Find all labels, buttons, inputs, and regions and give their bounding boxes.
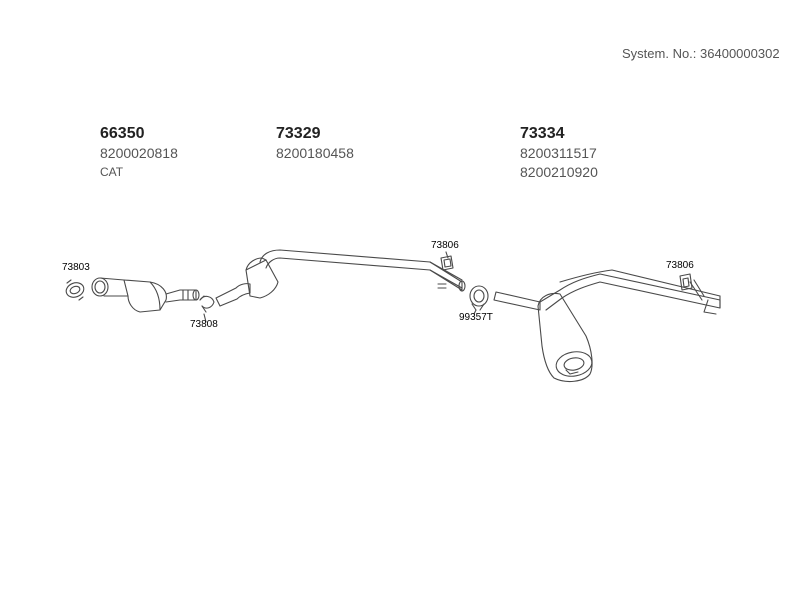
oem-reference: 8200311517 <box>520 145 597 161</box>
part-block-middle-pipe: 73329 8200180458 <box>276 124 354 163</box>
clamp-drawing <box>199 295 215 313</box>
rear-silencer-drawing <box>493 269 721 383</box>
part-note: CAT <box>100 165 124 179</box>
clamp-drawing-mid <box>469 285 489 311</box>
callout-gasket: 73803 <box>62 262 90 273</box>
oem-reference: 8200180458 <box>276 145 354 161</box>
hanger-drawing-mid <box>440 251 454 271</box>
oem-reference: 8200020818 <box>100 145 178 161</box>
part-number: 66350 <box>100 125 145 142</box>
callout-clamp: 73808 <box>190 319 218 330</box>
gasket-drawing <box>65 279 85 301</box>
part-block-rear-silencer: 73334 8200311517 8200210920 <box>520 124 598 182</box>
part-number: 73329 <box>276 125 321 142</box>
oem-reference: 8200210920 <box>520 164 598 180</box>
callout-hanger-rear: 73806 <box>666 260 694 271</box>
system-number: System. No.: 36400000302 <box>622 46 780 61</box>
part-number: 73334 <box>520 125 565 142</box>
middle-pipe-drawing <box>215 249 466 307</box>
part-block-catalytic-converter: 66350 8200020818 CAT <box>100 124 178 181</box>
hanger-drawing-rear <box>679 273 705 301</box>
catalytic-converter-drawing <box>91 277 200 313</box>
callout-hanger-mid: 73806 <box>431 240 459 251</box>
callout-clamp-mid: 99357T <box>459 312 493 323</box>
